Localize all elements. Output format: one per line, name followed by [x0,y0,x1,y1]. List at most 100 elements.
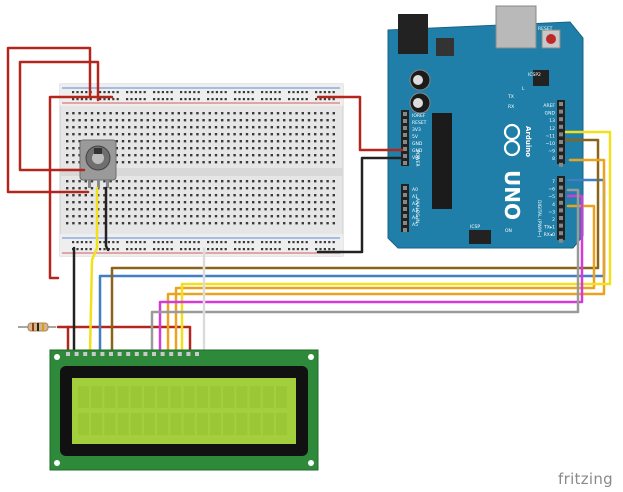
breadboard-hole [159,126,162,129]
breadboard-hole [180,241,183,244]
breadboard-hole [295,133,298,136]
breadboard-hole [332,91,335,94]
breadboard-hole [180,91,183,94]
breadboard-hole [159,140,162,143]
breadboard-hole [320,194,323,197]
header-pin [403,207,407,211]
breadboard-hole [84,180,87,183]
breadboard-hole [72,98,75,101]
breadboard-hole [258,154,261,157]
breadboard-hole [115,201,118,204]
breadboard-hole [224,241,227,244]
breadboard-hole [90,208,94,211]
breadboard-hole [289,119,292,122]
breadboard-hole [314,208,317,211]
breadboard-hole [208,161,211,164]
breadboard-hole [121,222,125,225]
breadboard-hole [126,98,129,101]
breadboard-hole [183,161,187,164]
breadboard-hole [66,140,69,143]
breadboard-hole [283,187,286,190]
breadboard-hole [332,187,335,190]
breadboard-hole [78,119,81,122]
breadboard-hole [270,187,273,190]
lcd-header-pins [66,352,199,356]
breadboard-hole [211,91,214,94]
breadboard-hole [207,98,210,101]
breadboard-hole [305,241,308,244]
breadboard-hole [146,194,149,197]
breadboard-hole [320,187,323,190]
breadboard-hole [208,126,211,129]
lcd-pin [83,352,88,356]
breadboard-hole [126,241,129,244]
breadboard-hole [221,187,224,190]
breadboard-hole [214,154,218,157]
breadboard-hole [320,222,323,225]
breadboard-hole [115,208,118,211]
breadboard-hole [264,154,267,157]
breadboard-hole [221,133,224,136]
pin-label: GND [545,111,556,117]
breadboard-hole [276,154,280,157]
breadboard-hole [319,248,322,251]
breadboard-hole [301,119,304,122]
breadboard-hole [332,133,335,136]
breadboard-hole [283,194,286,197]
breadboard-hole [301,154,304,157]
breadboard-hole [326,222,329,225]
breadboard-hole [270,112,273,115]
breadboard-hole [233,215,236,218]
breadboard-hole [208,187,211,190]
header-pin [559,216,563,220]
breadboard-hole [202,161,205,164]
breadboard-hole [245,194,249,197]
breadboard-hole [134,222,137,225]
breadboard-hole [128,154,131,157]
breadboard-hole [140,208,143,211]
lcd-pin [143,352,148,356]
breadboard-hole [264,147,267,150]
breadboard-hole [171,140,174,143]
breadboard-hole [159,208,162,211]
breadboard-hole [139,241,142,244]
breadboard-hole [165,161,168,164]
breadboard-hole [233,222,236,225]
breadboard-hole [84,208,87,211]
breadboard-hole [197,91,200,94]
mount-hole [54,460,60,466]
breadboard-hole [72,140,75,143]
breadboard-hole [146,126,149,129]
breadboard-hole [171,161,174,164]
breadboard-hole [190,147,193,150]
potentiometer-pin [97,180,100,188]
breadboard-hole [109,187,112,190]
breadboard-hole [128,208,131,211]
breadboard-hole [103,133,106,136]
breadboard-hole [121,208,125,211]
breadboard-hole [295,187,298,190]
breadboard-hole [245,222,249,225]
wire-red [18,60,100,172]
lcd-cell [104,413,116,435]
lcd-pin [195,352,199,356]
breadboard-hole [314,140,317,143]
breadboard-hole [245,147,249,150]
lcd-cell [196,386,208,408]
breadboard-hole [134,161,137,164]
breadboard-center-channel [60,168,343,176]
breadboard-hole [66,187,69,190]
breadboard-hole [140,215,143,218]
breadboard-hole [140,154,143,157]
breadboard-hole [190,154,193,157]
breadboard-hole [103,222,106,225]
breadboard-hole [239,119,242,122]
breadboard-hole [171,147,174,150]
breadboard-hole [326,154,329,157]
header-pin [403,119,407,123]
breadboard-hole [84,201,87,204]
pin-label: A4 [412,215,418,221]
breadboard-hole [269,91,272,94]
breadboard-hole [320,126,323,129]
